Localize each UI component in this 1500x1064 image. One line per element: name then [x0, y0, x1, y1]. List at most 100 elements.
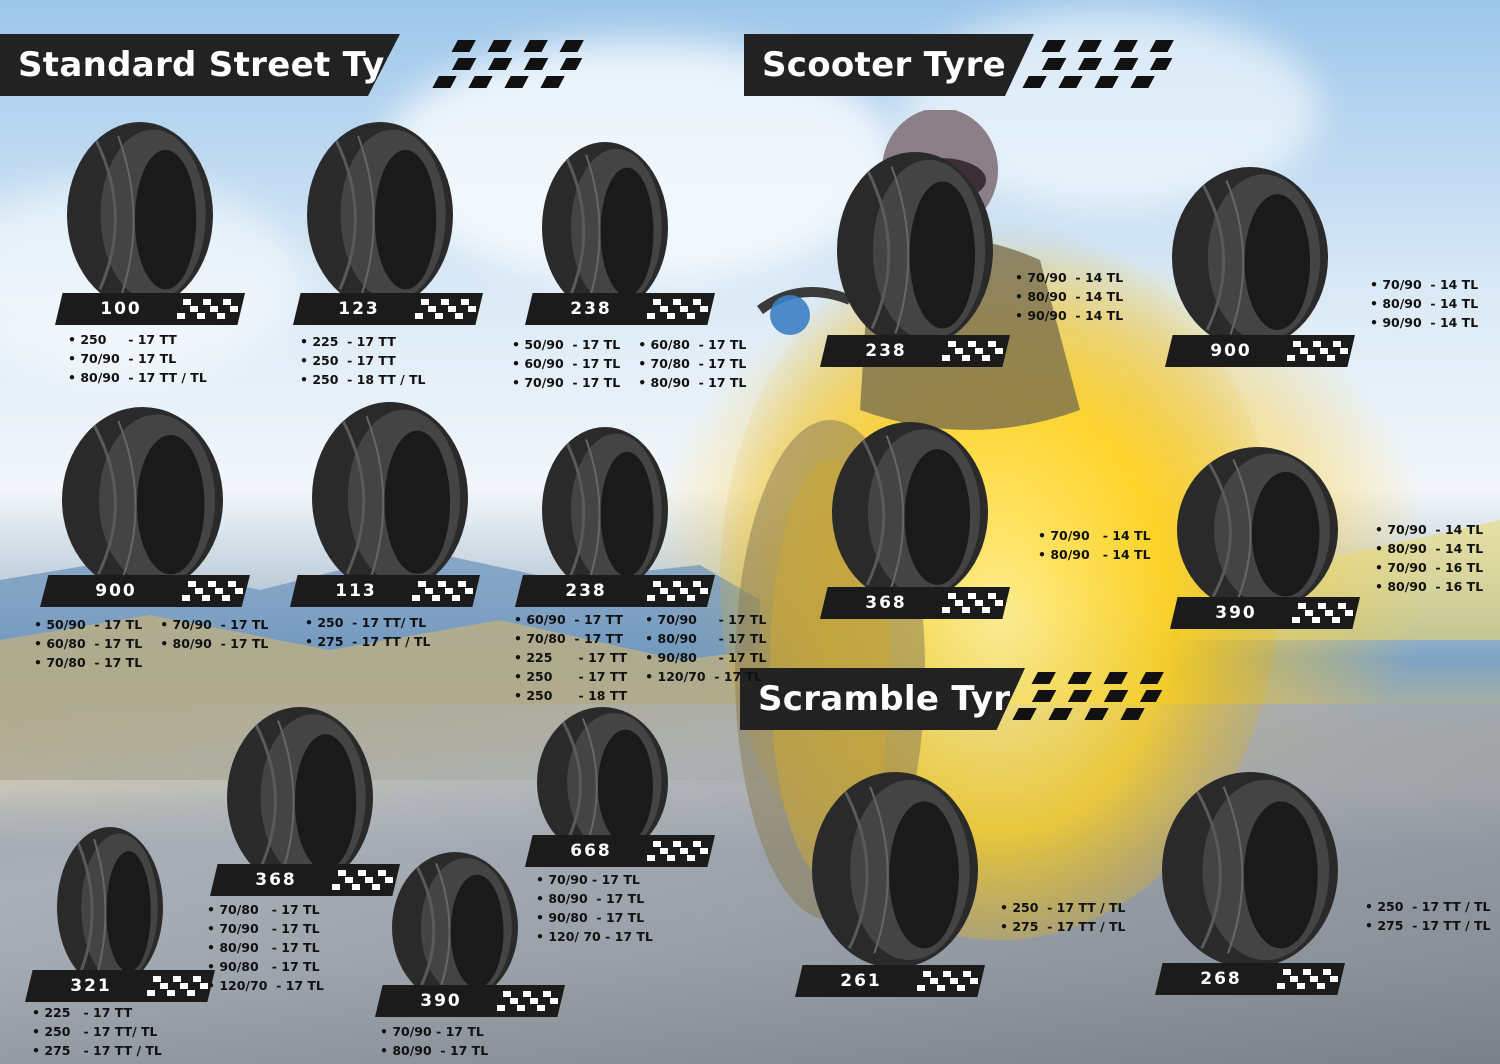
size-item: • 90/80 - 17 TL [645, 650, 767, 665]
size-item: • 50/90 - 17 TL [512, 337, 621, 352]
size-item: • 70/90 - 17 TL [536, 872, 640, 887]
tyre-image [1175, 445, 1340, 615]
size-column: • 60/90 - 17 TT• 70/80 - 17 TT• 225 - 17… [514, 610, 627, 705]
model-number: 900 [1210, 341, 1252, 361]
size-column: • 60/80 - 17 TL• 70/80 - 17 TL• 80/90 - … [638, 335, 746, 392]
size-item: • 90/90 - 14 TL [1015, 308, 1124, 323]
size-item: • 70/80 - 17 TL [207, 902, 320, 917]
size-item: • 60/90 - 17 TT [514, 612, 624, 627]
size-item: • 90/80 - 17 TL [536, 910, 645, 925]
size-list: • 60/90 - 17 TT• 70/80 - 17 TT• 225 - 17… [514, 610, 766, 705]
size-item: • 70/90 - 14 TL [1375, 522, 1484, 537]
model-number: 238 [570, 299, 612, 319]
size-item: • 250 - 17 TT/ TL [32, 1024, 158, 1039]
model-number: 113 [335, 581, 377, 601]
checkered-flag-icon [493, 989, 565, 1018]
standard-street-heading: Standard Street Tyre [0, 34, 400, 96]
size-column: • 70/90 - 17 TL• 80/90 - 17 TL [160, 615, 268, 672]
size-item: • 250 - 17 TT / TL [1365, 899, 1491, 914]
tyre-image [540, 425, 670, 595]
model-number: 368 [865, 593, 907, 613]
size-list: • 250 - 17 TT / TL • 275 - 17 TT / TL [1365, 897, 1491, 935]
size-item: • 120/70 - 17 TL [645, 669, 763, 684]
size-item: • 250 - 17 TT [514, 669, 628, 684]
scramble-heading: Scramble Tyre [740, 668, 1025, 730]
checkered-flag-icon [1273, 967, 1345, 996]
checkered-flag-icon [1012, 672, 1164, 720]
size-list: • 250 - 17 TT• 70/90 - 17 TL• 80/90 - 17… [68, 330, 207, 387]
size-list: • 70/90 - 17 TL • 80/90 - 17 TL [380, 1022, 488, 1060]
size-item: • 70/90 - 17 TL [645, 612, 767, 627]
model-number: 900 [95, 581, 137, 601]
size-item: • 275 - 17 TT / TL [1000, 919, 1126, 934]
size-item: • 80/90 - 17 TL [536, 891, 645, 906]
size-list: • 70/90 - 14 TL• 80/90 - 14 TL• 90/90 - … [1370, 275, 1478, 332]
size-item: • 90/90 - 14 TL [1370, 315, 1479, 330]
checkered-flag-icon [178, 579, 250, 608]
section-title: Scooter Tyre [762, 45, 1007, 85]
tyre-image [830, 420, 990, 605]
size-item: • 120/ 70 - 17 TL [536, 929, 653, 944]
checkered-flag-icon [408, 579, 480, 608]
size-item: • 60/90 - 17 TL [512, 356, 621, 371]
model-number: 368 [255, 870, 297, 890]
tyre-image [810, 770, 980, 970]
model-number: 261 [840, 971, 882, 991]
size-item: • 80/90 - 17 TL [638, 375, 747, 390]
size-list: • 225 - 17 TT • 250 - 17 TT • 250 - 18 TT … [300, 332, 426, 389]
size-list: • 225 - 17 TT• 250 - 17 TT/ TL• 275 - 17… [32, 1003, 162, 1060]
size-column: • 70/90 - 17 TL • 80/90 - 17 TL • 90/80 - … [645, 610, 766, 705]
size-list: • 50/90 - 17 TL • 60/90 - 17 TL • 70/90 - … [512, 335, 746, 392]
model-number: 238 [865, 341, 907, 361]
tyre-image [225, 705, 375, 890]
tyre-image [55, 825, 165, 990]
size-item: • 80/90 - 14 TL [1370, 296, 1479, 311]
size-item: • 80/90 - 17 TL [380, 1043, 489, 1058]
checkered-flag-icon [432, 40, 584, 88]
size-item: • 275 - 17 TT / TL [1365, 918, 1491, 933]
model-number: 668 [570, 841, 612, 861]
checkered-flag-icon [913, 969, 985, 998]
tyre-image [535, 705, 670, 860]
tyre-image [305, 120, 455, 310]
size-item: • 225 - 17 TT [300, 334, 396, 349]
size-item: • 80/90 - 14 TL [1038, 547, 1151, 562]
checkered-flag-icon [643, 839, 715, 868]
checkered-flag-icon [1283, 339, 1355, 368]
size-list: • 70/90 - 17 TL • 80/90 - 17 TL • 90/80 - … [536, 870, 653, 946]
checkered-flag-icon [328, 868, 400, 897]
size-column: • 50/90 - 17 TL• 60/80 - 17 TL• 70/80 - … [34, 615, 142, 672]
size-item: • 250 - 18 TT / TL [300, 372, 426, 387]
size-item: • 225 - 17 TT [514, 650, 628, 665]
size-list: • 70/90 - 14 TL• 80/90 - 14 TL• 90/90 - … [1015, 268, 1123, 325]
size-item: • 80/90 - 17 TL [645, 631, 767, 646]
checkered-flag-icon [938, 339, 1010, 368]
size-item: • 120/70 - 17 TL [207, 978, 324, 993]
model-number: 100 [100, 299, 142, 319]
size-item: • 250 - 17 TT [300, 353, 396, 368]
section-title: Scramble Tyre [758, 679, 1034, 719]
size-item: • 275 - 17 TT / TL [305, 634, 431, 649]
size-item: • 70/90 - 17 TL [512, 375, 621, 390]
checkered-flag-icon [1022, 40, 1174, 88]
size-item: • 80/90 - 16 TL [1375, 579, 1484, 594]
tyre-image [835, 150, 995, 350]
tyre-image [390, 850, 520, 1005]
model-number: 321 [70, 976, 112, 996]
size-item: • 90/80 - 17 TL [207, 959, 320, 974]
size-item: • 70/90 - 17 TL [380, 1024, 484, 1039]
tyre-image [1160, 770, 1340, 970]
size-item: • 70/90 - 17 TL [207, 921, 320, 936]
size-column: • 50/90 - 17 TL • 60/90 - 17 TL • 70/90 - … [512, 335, 620, 392]
checkered-flag-icon [173, 297, 245, 326]
model-number: 238 [565, 581, 607, 601]
size-item: • 70/80 - 17 TL [638, 356, 747, 371]
section-title: Standard Street Tyre [18, 45, 425, 85]
tyre-image [310, 400, 470, 595]
model-number: 390 [1215, 603, 1257, 623]
checkered-flag-icon [643, 297, 715, 326]
checkered-flag-icon [643, 579, 715, 608]
size-item: • 80/90 - 17 TT / TL [68, 370, 207, 385]
checkered-flag-icon [938, 591, 1010, 620]
